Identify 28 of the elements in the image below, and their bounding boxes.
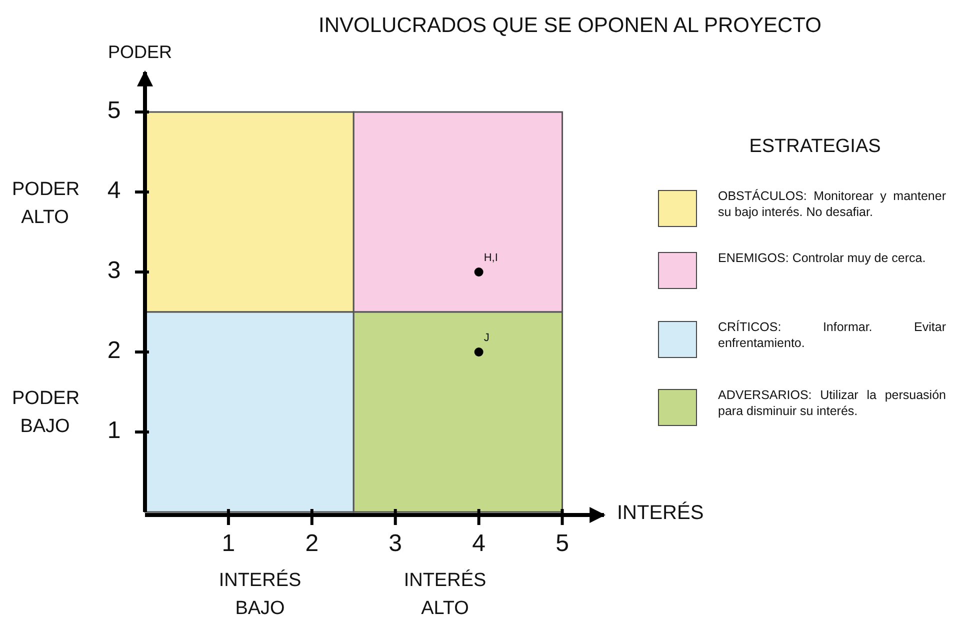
tick-label: 5	[106, 97, 122, 125]
tick-label: 4	[106, 177, 122, 205]
tick-label: 5	[554, 530, 570, 558]
tick-label: 1	[220, 530, 236, 558]
axis-title: INTERÉS	[617, 502, 704, 525]
axis-title: PODER	[108, 42, 172, 63]
quadrant-box	[352, 311, 564, 513]
tick-label: 1	[106, 417, 122, 445]
axis-category-label: PODER ALTO	[12, 178, 78, 230]
quadrant-box	[144, 311, 354, 513]
axis-category-label: INTERÉS BAJO	[218, 568, 302, 621]
tick-label: 4	[471, 530, 486, 558]
axis-category-label: PODER BAJO	[12, 387, 78, 439]
legend-text: ENEMIGOS: Controlar muy de cerca.	[718, 250, 927, 266]
tick-label: 3	[106, 257, 122, 285]
legend-title: ESTRATEGIAS	[748, 135, 882, 159]
quadrant-box	[352, 111, 564, 313]
tick-label: 3	[388, 530, 404, 558]
legend-text: ADVERSARIOS: Utilizar la persuasión para disminuir su interés.	[718, 387, 946, 420]
point-label: J	[484, 332, 490, 344]
point-label: H,I	[484, 252, 498, 264]
tick-label: 2	[304, 530, 320, 558]
axis-category-label: INTERÉS ALTO	[402, 568, 488, 621]
legend-text: CRÍTICOS: Informar. Evitar enfrentamiento.	[718, 319, 946, 352]
chart-title: INVOLUCRADOS QUE SE OPONEN AL PROYECTO	[318, 14, 822, 38]
tick-label: 2	[106, 337, 122, 365]
legend-text: OBSTÁCULOS: Monitorear y mantener su bajo interés. No desafiar.	[718, 188, 946, 220]
quadrant-box	[144, 111, 354, 313]
